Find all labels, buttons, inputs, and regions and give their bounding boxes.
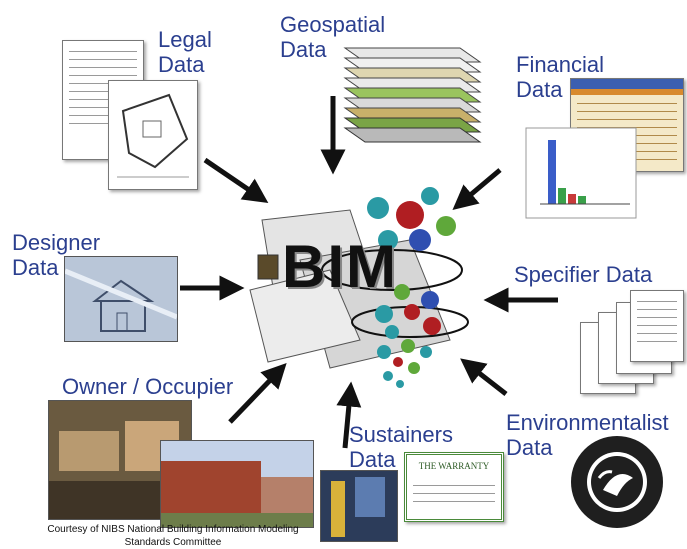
financial-label-line1: Financial [516, 52, 605, 77]
geospatial-label-line1: Geospatial [280, 12, 386, 37]
legal-label-line1: Legal [158, 27, 212, 52]
sustainers-equipment-photo [320, 470, 398, 542]
financial-data-label: Financial Data [516, 52, 604, 102]
environmentalist-data-label: Environmentalist Data [506, 410, 669, 460]
designer-label-line2: Data [12, 255, 59, 280]
warranty-title: THE WARRANTY [418, 461, 490, 471]
courtesy-credit: Courtesy of NIBS National Building Infor… [28, 523, 318, 549]
site-plan-drawing [117, 93, 189, 178]
specifier-document-4 [630, 290, 684, 362]
arrow-legal [203, 157, 269, 204]
owner-building-photo [160, 440, 314, 528]
owner-occupier-label: Owner / Occupier [62, 374, 233, 399]
site-plan-document-image [108, 80, 198, 190]
sustainers-data-label: Sustainers Data [349, 422, 453, 472]
specifier-label-line1: Specifier Data [514, 262, 653, 287]
arrow-financial [452, 168, 502, 211]
bim-title: BIM [282, 233, 398, 300]
geospatial-data-label: Geospatial Data [280, 12, 385, 62]
environmentalist-label-line1: Environmentalist [506, 410, 669, 435]
financial-label-line2: Data [516, 77, 563, 102]
arrow-environmentalist [460, 358, 508, 396]
environmentalist-label-line2: Data [506, 435, 553, 460]
specifier-data-label: Specifier Data [514, 262, 652, 287]
designer-house-drawing-image [64, 256, 178, 342]
arrow-sustainers [336, 381, 362, 449]
geospatial-label-line2: Data [280, 37, 327, 62]
credit-line2: Standards Committee [124, 537, 222, 548]
warranty-certificate-image: THE WARRANTY [404, 452, 504, 522]
sustainers-label-line1: Sustainers [349, 422, 453, 447]
legal-data-label: Legal Data [158, 27, 212, 77]
legal-label-line2: Data [158, 52, 205, 77]
sustainers-label-line2: Data [349, 447, 396, 472]
designer-data-label: Designer Data [12, 230, 100, 280]
owner-label-line1: Owner / Occupier [62, 374, 234, 399]
arrow-owner [228, 362, 287, 424]
credit-line1: Courtesy of NIBS National Building Infor… [47, 524, 299, 535]
designer-label-line1: Designer [12, 230, 101, 255]
